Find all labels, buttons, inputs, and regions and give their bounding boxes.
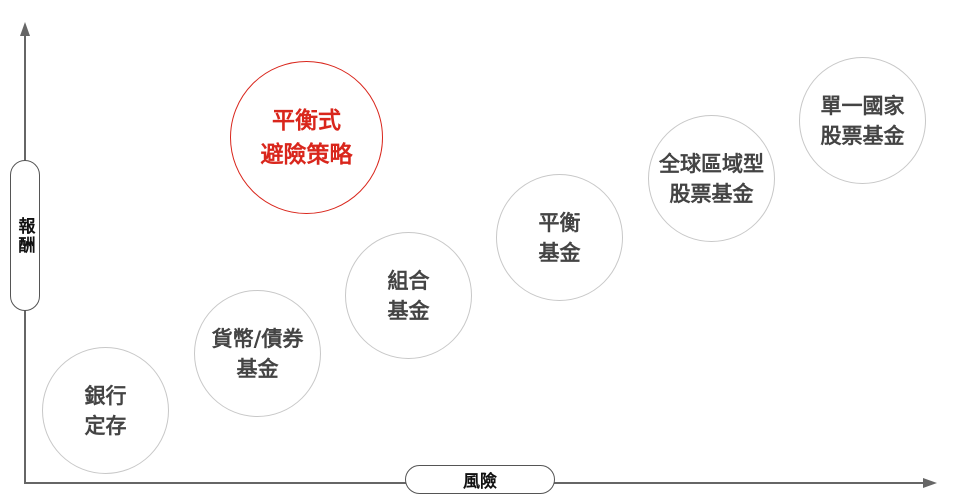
item-label-line2: 定存 xyxy=(84,413,127,438)
item-label-line2: 股票基金 xyxy=(820,123,905,148)
item-fund-of-funds: 組合 基金 xyxy=(345,232,472,359)
item-money-bond-fund: 貨幣/債券 基金 xyxy=(194,290,321,417)
x-axis-label: 風險 xyxy=(405,465,555,494)
item-label-line2: 基金 xyxy=(236,356,279,381)
item-label-line1: 單一國家 xyxy=(820,93,905,118)
item-label-line2: 股票基金 xyxy=(669,181,754,206)
item-label-line1: 貨幣/債券 xyxy=(211,326,304,351)
item-global-regional-equity-fund: 全球區域型 股票基金 xyxy=(648,115,775,242)
item-balanced-hedge-strategy: 平衡式 避險策略 xyxy=(230,61,383,214)
item-label-line2: 基金 xyxy=(538,240,581,265)
highlight-label-line1: 平衡式 xyxy=(272,107,341,134)
item-label-line1: 銀行 xyxy=(84,383,127,408)
x-axis-arrow-icon xyxy=(923,478,937,488)
item-single-country-equity-fund: 單一國家 股票基金 xyxy=(799,57,926,184)
highlight-label-line2: 避險策略 xyxy=(260,141,353,168)
item-label-line2: 基金 xyxy=(387,298,430,323)
item-bank-deposit: 銀行 定存 xyxy=(42,347,169,474)
item-label-line1: 全球區域型 xyxy=(659,151,764,176)
y-axis-arrow-icon xyxy=(20,22,30,36)
item-label-line1: 組合 xyxy=(387,268,430,293)
y-axis-label: 報酬 xyxy=(10,160,40,311)
item-balanced-fund: 平衡 基金 xyxy=(496,174,623,301)
item-label-line1: 平衡 xyxy=(538,210,581,235)
